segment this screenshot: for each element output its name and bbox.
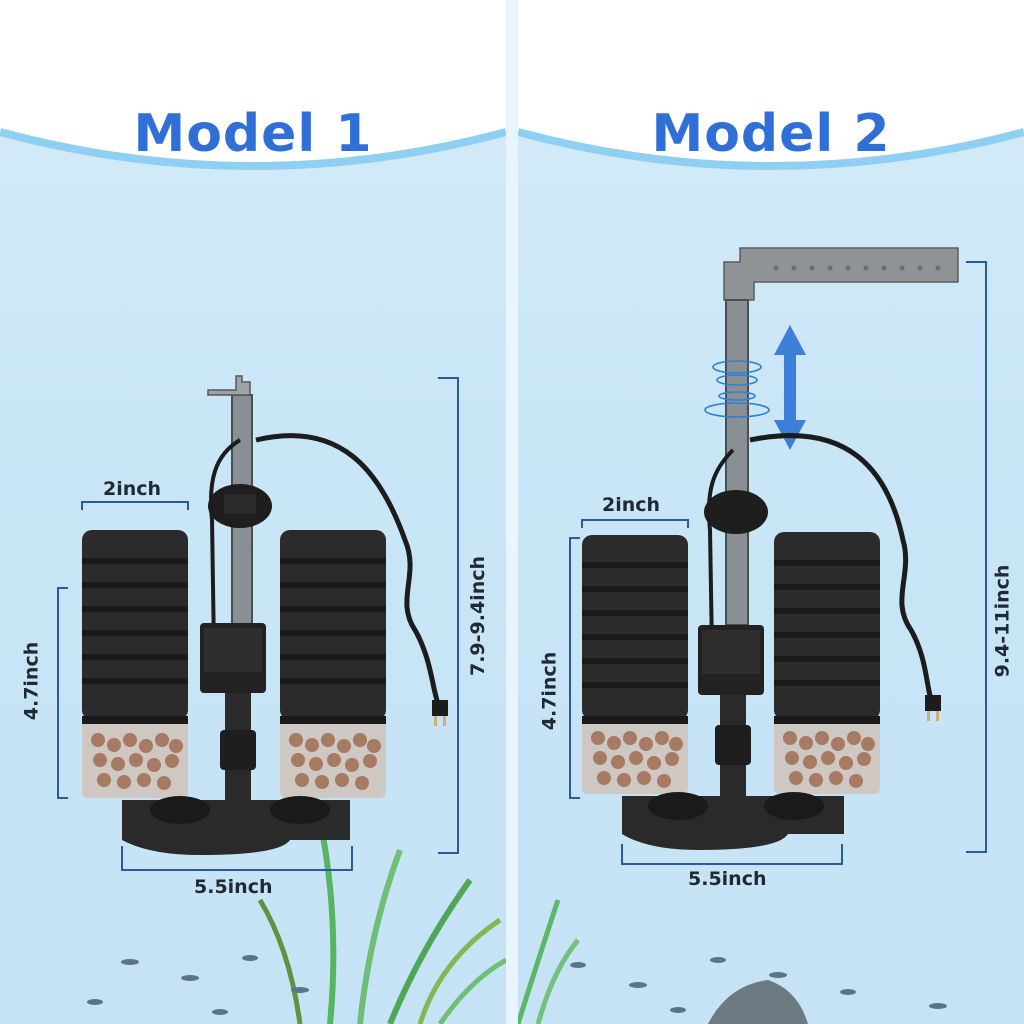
aquarium-plant — [518, 899, 580, 1024]
power-plug-icon — [925, 695, 941, 721]
model-2-panel: Model 2 — [518, 0, 1024, 1024]
header-wave — [0, 0, 506, 170]
model-1-title: Model 1 — [133, 104, 373, 164]
model-2-total-height-label: 9.4-11inch — [991, 564, 1014, 678]
header-wave — [518, 0, 1024, 170]
model-2-title: Model 2 — [651, 104, 891, 164]
left-sponge — [82, 530, 188, 798]
model-1-illustration — [57, 375, 506, 1024]
aquarium-plant — [257, 819, 506, 1024]
right-sponge — [280, 530, 386, 798]
model-1-sponge-height-label: 4.7inch — [20, 641, 43, 721]
power-plug-icon — [432, 700, 448, 726]
up-down-arrow-icon — [774, 325, 806, 450]
model-2-width-label: 2inch — [602, 494, 661, 516]
right-sponge — [774, 532, 880, 794]
model-1-base-width-label: 5.5inch — [194, 876, 273, 898]
model-1-width-label: 2inch — [103, 478, 162, 500]
small-fish — [570, 957, 947, 1013]
small-fish — [87, 955, 309, 1015]
model-2-base-width-label: 5.5inch — [688, 868, 767, 890]
panel-divider — [506, 0, 518, 1024]
left-sponge — [582, 535, 688, 794]
model-2-sponge-height-label: 4.7inch — [538, 651, 561, 731]
model-1-panel: Model 1 — [0, 0, 506, 1024]
model-2-illustration — [518, 247, 987, 1024]
model-1-total-height-label: 7.9-9.4inch — [467, 555, 490, 677]
